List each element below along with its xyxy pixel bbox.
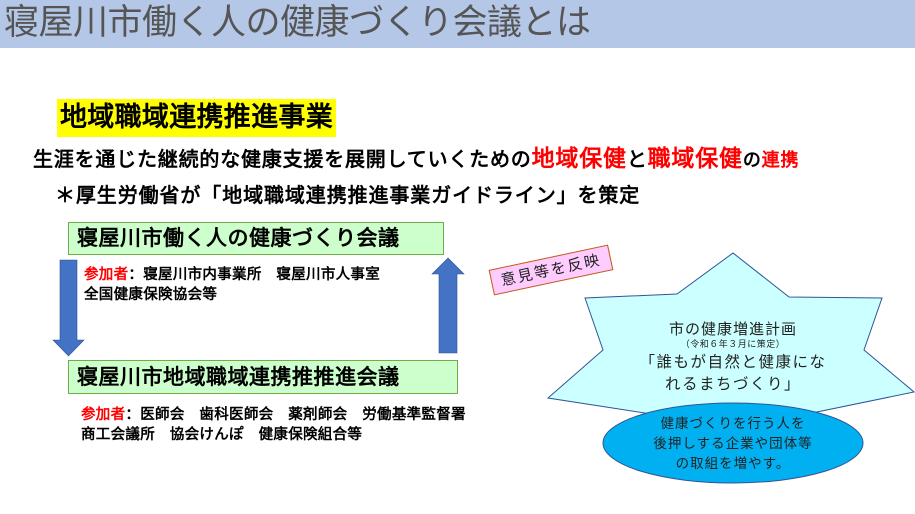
goal-line2: 後押しする企業や団体等 bbox=[653, 436, 813, 452]
page-title: 寝屋川市働く人の健康づくり会議とは bbox=[4, 3, 591, 43]
down-arrow-icon bbox=[52, 259, 85, 357]
health-plan-slogan-line2: れるまちづくり」 bbox=[664, 375, 801, 393]
lead-text: 生涯を通じた継続的な健康支援を展開していくための地域保健と職域保健の連携 bbox=[33, 145, 799, 175]
participants-line1: 寝屋川市内事業所 寝屋川市人事室 bbox=[143, 267, 381, 283]
lead-highlight-collaboration: 連携 bbox=[761, 150, 800, 171]
lead-text-part2: の bbox=[742, 150, 762, 171]
health-plan-text: 市の健康増進計画 （令和６年３月に策定） 「誰もが自然と健康にな れるまちづくり… bbox=[633, 319, 833, 395]
goal-ellipse bbox=[602, 402, 864, 484]
participants-meeting-1: 参加者：寝屋川市内事業所 寝屋川市人事室 全国健康保険協会等 bbox=[84, 265, 380, 305]
up-arrow-icon bbox=[431, 257, 465, 354]
participants-meeting-2: 参加者：医師会 歯科医師会 薬剤師会 労働基準監督署 商工会議所 協会けんぽ 健… bbox=[81, 405, 466, 445]
health-plan-date: （令和６年３月に策定） bbox=[680, 340, 786, 350]
participants-line2: 全国健康保険協会等 bbox=[84, 287, 218, 303]
meeting-box-health-promotion: 寝屋川市働く人の健康づくり会議 bbox=[68, 222, 444, 255]
health-plan-slogan-line1: 「誰もが自然と健康にな bbox=[639, 353, 827, 371]
goal-line1: 健康づくりを行う人を bbox=[660, 416, 806, 432]
goal-text: 健康づくりを行う人を 後押しする企業や団体等 の取組を増やす。 bbox=[613, 414, 853, 474]
participants-separator: ： bbox=[125, 407, 141, 423]
participants-label: 参加者 bbox=[81, 407, 126, 423]
lead-highlight-community-health: 地域保健 bbox=[531, 146, 627, 172]
lead-text-part1: 生涯を通じた継続的な健康支援を展開していくための bbox=[33, 147, 532, 171]
lead-highlight-workplace-health: 職域保健 bbox=[647, 146, 743, 172]
participants-line1: 医師会 歯科医師会 薬剤師会 労働基準監督署 bbox=[140, 407, 466, 423]
health-plan-title: 市の健康増進計画 bbox=[668, 320, 797, 338]
meeting-box-regional-workplace: 寝屋川市地域職域連携推推進会議 bbox=[68, 360, 458, 394]
participants-separator: ： bbox=[128, 267, 144, 283]
lead-connector: と bbox=[626, 147, 648, 171]
section-title: 地域職域連携推進事業 bbox=[57, 99, 336, 137]
feedback-label: 意見等を反映 bbox=[488, 244, 614, 296]
header-band: 寝屋川市働く人の健康づくり会議とは bbox=[0, 0, 915, 48]
goal-line3: の取組を増やす。 bbox=[675, 456, 791, 472]
guideline-note: ＊厚生労働省が「地域職域連携推進事業ガイドライン」を策定 bbox=[55, 183, 641, 207]
participants-label: 参加者 bbox=[84, 267, 129, 283]
participants-line2: 商工会議所 協会けんぽ 健康保険組合等 bbox=[81, 427, 363, 443]
